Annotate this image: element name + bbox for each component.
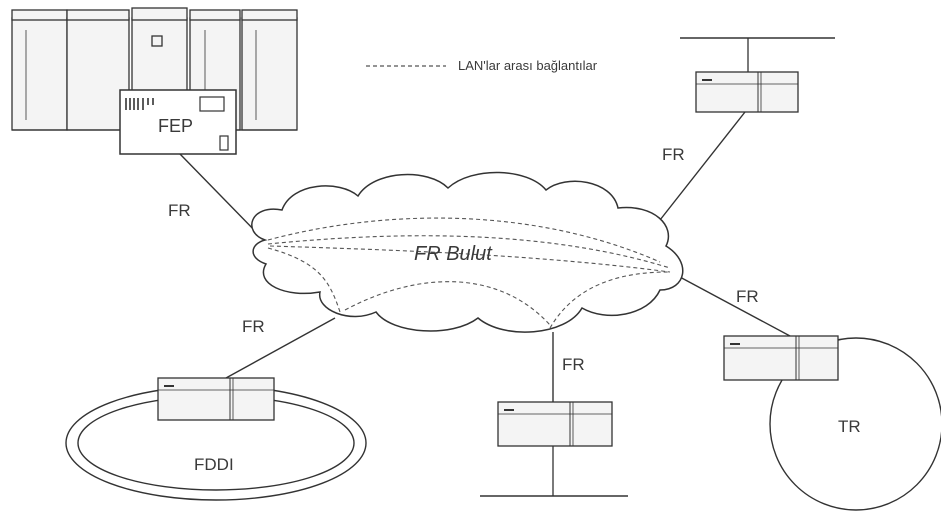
link-label-fddi: FR — [242, 317, 265, 336]
token-ring: TR — [724, 336, 941, 510]
link-fep — [180, 154, 262, 238]
fep-unit: FEP — [120, 90, 236, 154]
link-top-right — [660, 112, 745, 220]
fr-cloud: FR Bulut — [252, 172, 683, 332]
fddi-ring: FDDI — [66, 378, 366, 500]
fddi-label: FDDI — [194, 455, 234, 474]
link-label-tr: FR — [736, 287, 759, 306]
link-label-fep: FR — [168, 201, 191, 220]
link-label-top-right: FR — [662, 145, 685, 164]
link-tr — [678, 276, 790, 336]
router-top-right — [680, 38, 835, 112]
tr-label: TR — [838, 417, 861, 436]
legend: LAN'lar arası bağlantılar — [366, 58, 598, 73]
link-label-bottom: FR — [562, 355, 585, 374]
legend-text: LAN'lar arası bağlantılar — [458, 58, 598, 73]
fep-label: FEP — [158, 116, 193, 136]
router-bottom — [480, 402, 628, 496]
cloud-label: FR Bulut — [414, 243, 493, 265]
